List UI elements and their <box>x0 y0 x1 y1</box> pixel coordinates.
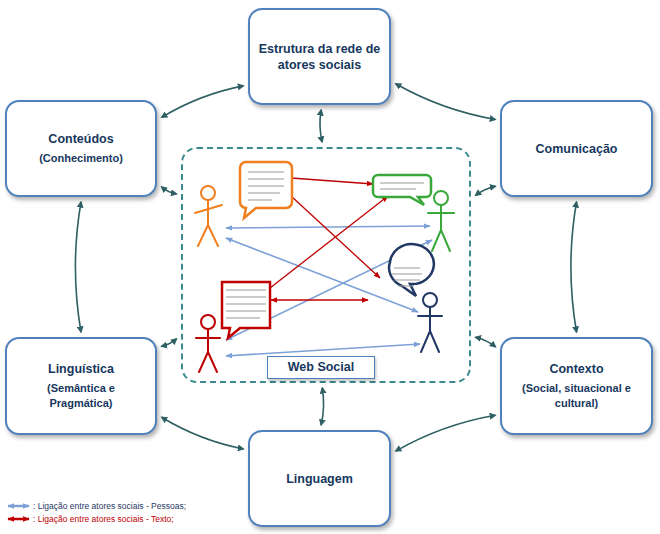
double-arrow <box>162 417 244 449</box>
box-subtitle: (Semântica e Pragmática) <box>15 381 147 411</box>
box-title: Contexto <box>549 361 603 377</box>
legend-text: : Ligação entre atores sociais - Texto; <box>33 513 186 526</box>
double-arrow <box>161 339 176 346</box>
double-arrow <box>75 202 81 332</box>
legend-samples <box>8 506 29 519</box>
linguistics-box: Linguística (Semântica e Pragmática) <box>5 337 157 435</box>
box-title: Linguagem <box>286 471 353 487</box>
box-title: Estrutura da rede de atores sociais <box>258 41 381 73</box>
box-title: Conteúdos <box>48 131 113 147</box>
social-web-area: Web Social <box>181 147 471 383</box>
network-structure-box: Estrutura da rede de atores sociais <box>248 8 391 105</box>
stick-figures <box>195 186 454 372</box>
communication-box: Comunicação <box>500 100 653 197</box>
legend: : Ligação entre atores sociais - Pessoas… <box>33 500 186 526</box>
legend-text: : Ligação entre atores sociais - Pessoas… <box>33 500 186 513</box>
people-links <box>226 226 432 356</box>
double-arrow <box>476 337 496 347</box>
speech-bubbles <box>222 162 434 338</box>
double-arrow <box>162 187 177 194</box>
double-arrow <box>571 202 577 332</box>
contents-box: Conteúdos (Conhecimento) <box>5 100 157 197</box>
double-arrow <box>396 84 496 120</box>
text-links <box>270 178 388 300</box>
box-subtitle: (Conhecimento) <box>39 151 123 166</box>
area-label: Web Social <box>267 356 375 379</box>
double-arrow <box>476 186 496 195</box>
double-arrow <box>321 388 323 425</box>
language-box: Linguagem <box>248 430 391 527</box>
box-title: Comunicação <box>536 141 618 157</box>
box-title: Linguística <box>48 361 114 377</box>
box-subtitle: (Social, situacional e cultural) <box>510 381 643 411</box>
double-arrow <box>162 86 244 118</box>
double-arrow <box>396 415 496 451</box>
context-box: Contexto (Social, situacional e cultural) <box>500 337 653 435</box>
double-arrow <box>320 110 322 142</box>
